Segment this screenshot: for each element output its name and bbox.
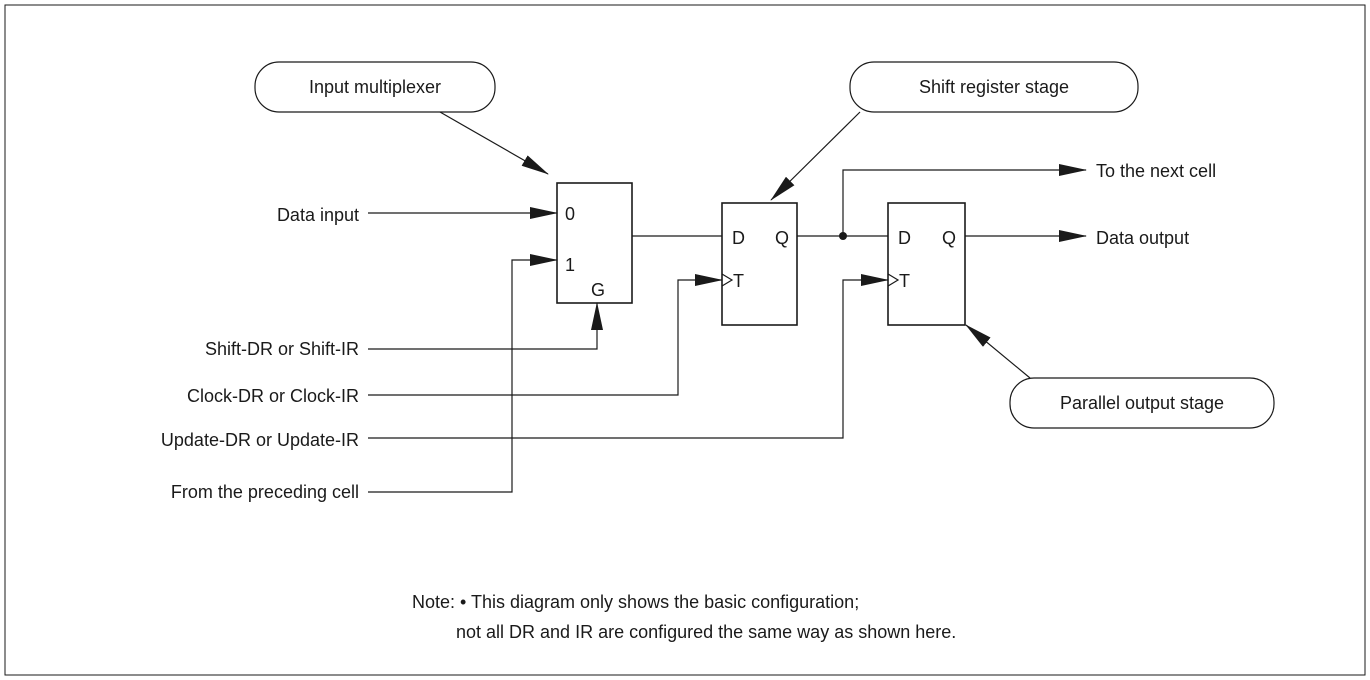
ff2-q-label: Q [942, 228, 956, 248]
signal-next-cell-label: To the next cell [1096, 161, 1216, 181]
ff2-clock-triangle-icon [887, 273, 900, 287]
note-line-1: Note: • This diagram only shows the basi… [412, 592, 859, 612]
signal-shift-label: Shift-DR or Shift-IR [205, 339, 359, 359]
signal-update-label: Update-DR or Update-IR [161, 430, 359, 450]
ff1-d-label: D [732, 228, 745, 248]
callout-parallel-output-stage-arrow [965, 324, 1031, 379]
diagram-frame [4, 4, 1366, 676]
mux-input-0-label: 0 [565, 204, 575, 224]
signal-preceding-cell-label: From the preceding cell [171, 482, 359, 502]
callout-input-multiplexer-arrow [439, 111, 549, 175]
mux-select-label: G [591, 280, 605, 300]
wire-preceding-cell [368, 254, 558, 493]
ff1-clock-triangle-icon [721, 273, 734, 287]
callout-shift-register-stage-label: Shift register stage [919, 77, 1069, 97]
wire-clock [368, 274, 723, 396]
mux-input-1-label: 1 [565, 255, 575, 275]
signal-clock-label: Clock-DR or Clock-IR [187, 386, 359, 406]
parallel-output-flipflop: D Q T [887, 202, 966, 326]
wire-shift [368, 302, 603, 350]
callout-shift-register-stage-arrow [770, 111, 861, 201]
signal-data-output-label: Data output [1096, 228, 1189, 248]
signal-data-input-label: Data input [277, 205, 359, 225]
ff2-d-label: D [898, 228, 911, 248]
callout-input-multiplexer-label: Input multiplexer [309, 77, 441, 97]
ff2-t-label: T [899, 271, 910, 291]
shift-register-flipflop: D Q T [721, 202, 798, 326]
note-line-2: not all DR and IR are configured the sam… [456, 622, 956, 642]
wire-update [368, 274, 889, 439]
callout-input-multiplexer: Input multiplexer [254, 61, 496, 113]
callout-shift-register-stage: Shift register stage [849, 61, 1139, 113]
callout-parallel-output-stage: Parallel output stage [1009, 377, 1275, 429]
ff1-q-label: Q [775, 228, 789, 248]
wire-to-next-cell [842, 164, 1087, 236]
ff1-t-label: T [733, 271, 744, 291]
input-multiplexer-block: 0 1 G [556, 182, 633, 304]
callout-parallel-output-stage-label: Parallel output stage [1060, 393, 1224, 413]
